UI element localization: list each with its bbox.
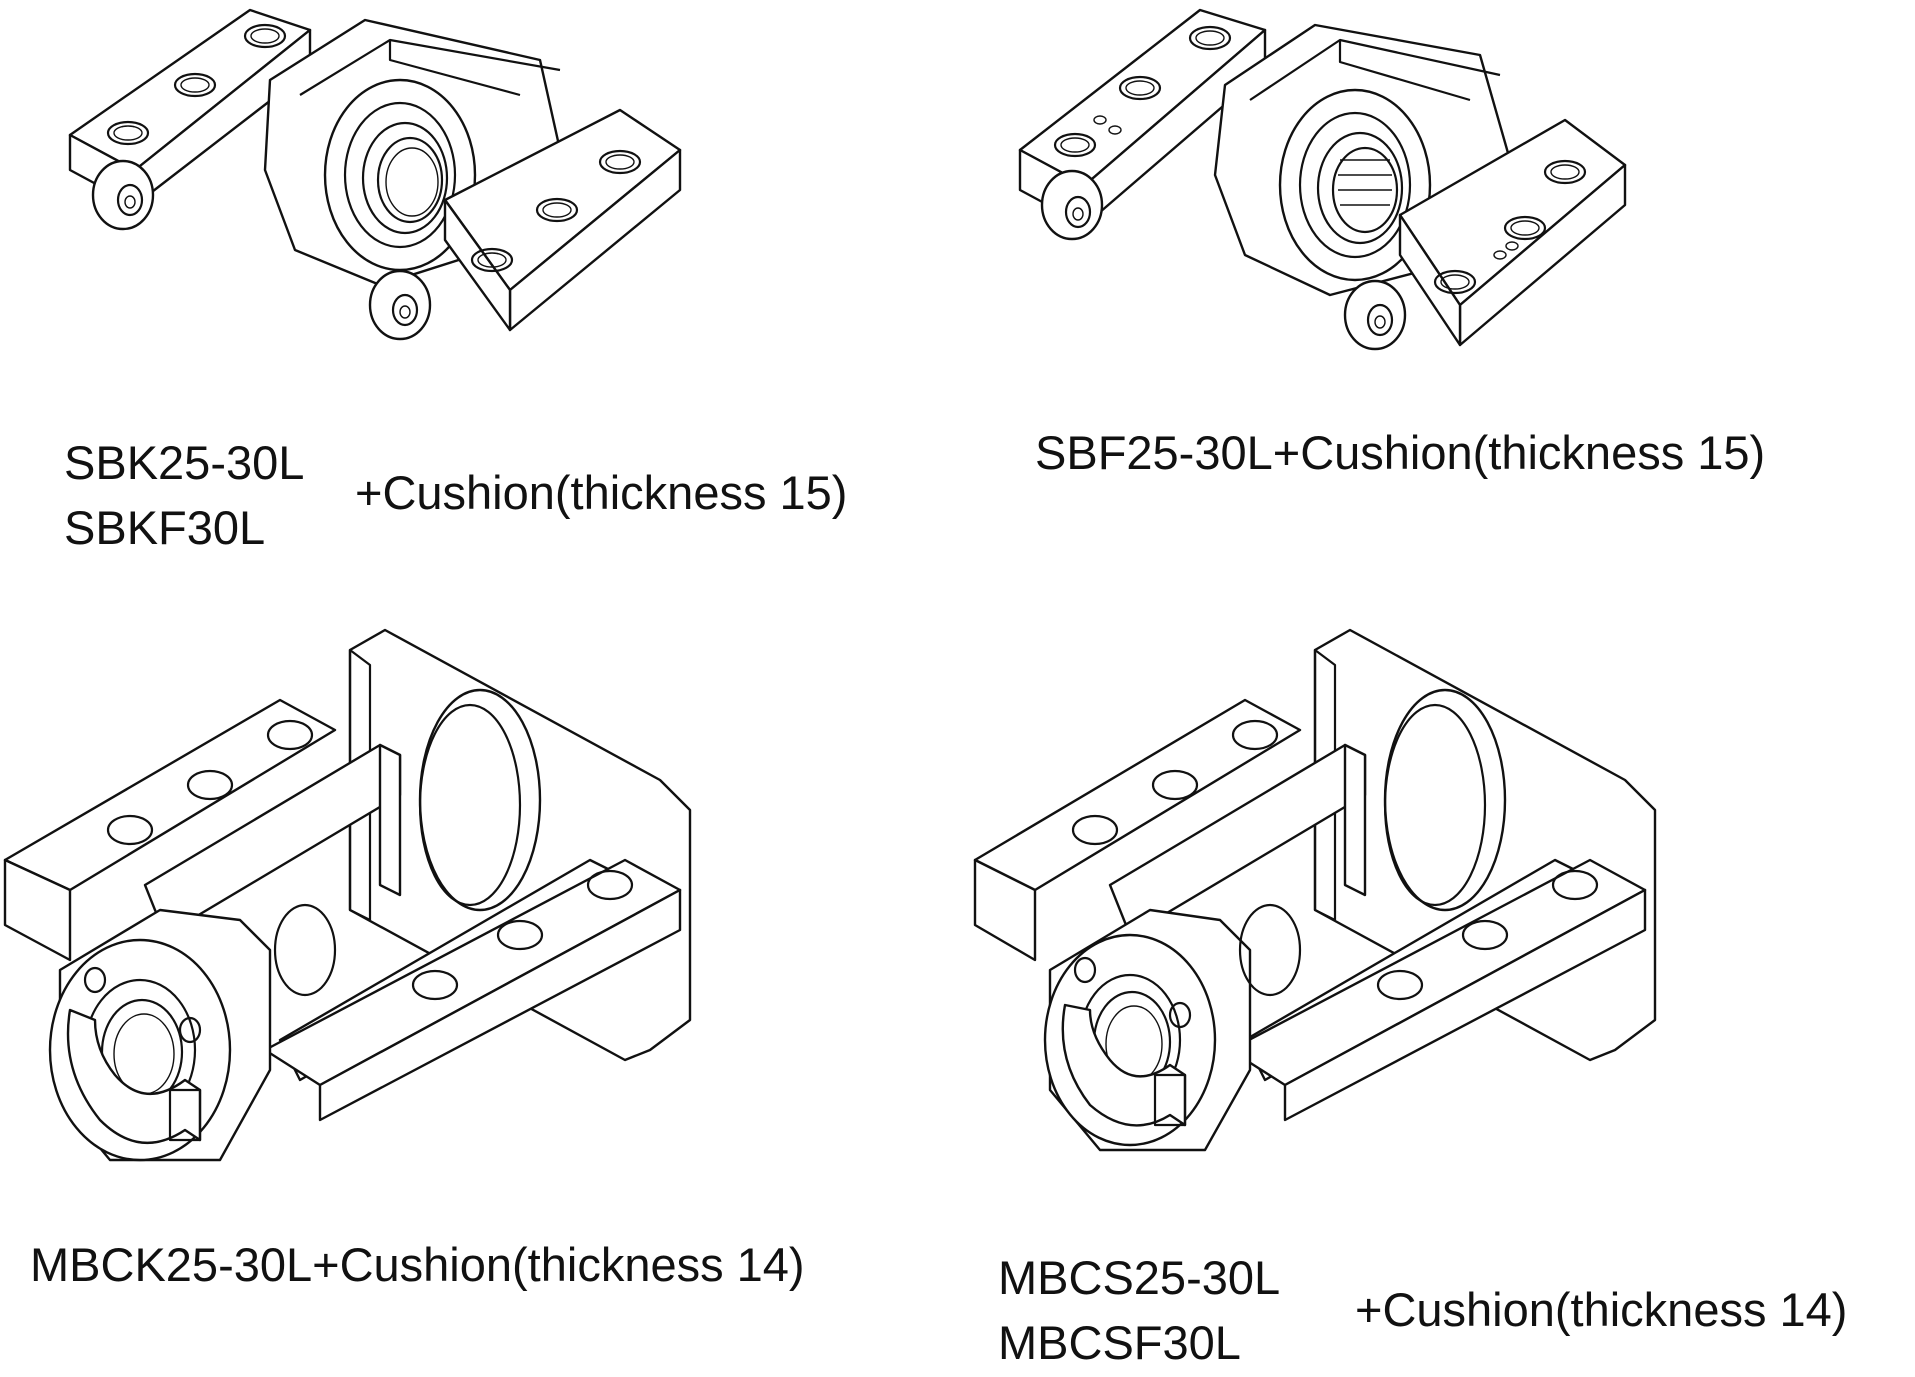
mbck-bearing-drawing <box>0 620 700 1180</box>
mbcs-bearing-drawing <box>970 620 1670 1180</box>
mbcs-model-line1: MBCS25-30L <box>998 1251 1281 1304</box>
sbf-bearing-drawing <box>1010 0 1635 370</box>
mbcs-model-line2: MBCSF30L <box>998 1316 1241 1369</box>
mbck-label: MBCK25-30L+Cushion(thickness 14) <box>30 1238 805 1291</box>
sbk-model-line2: SBKF30L <box>64 501 266 554</box>
sbk-bearing-drawing <box>60 0 700 370</box>
sbk-cushion-label: +Cushion(thickness 15) <box>355 466 848 519</box>
sbf-label: SBF25-30L+Cushion(thickness 15) <box>1035 426 1766 479</box>
sbk-model-line1: SBK25-30L <box>64 436 305 489</box>
mbcs-cushion-label: +Cushion(thickness 14) <box>1355 1283 1848 1336</box>
